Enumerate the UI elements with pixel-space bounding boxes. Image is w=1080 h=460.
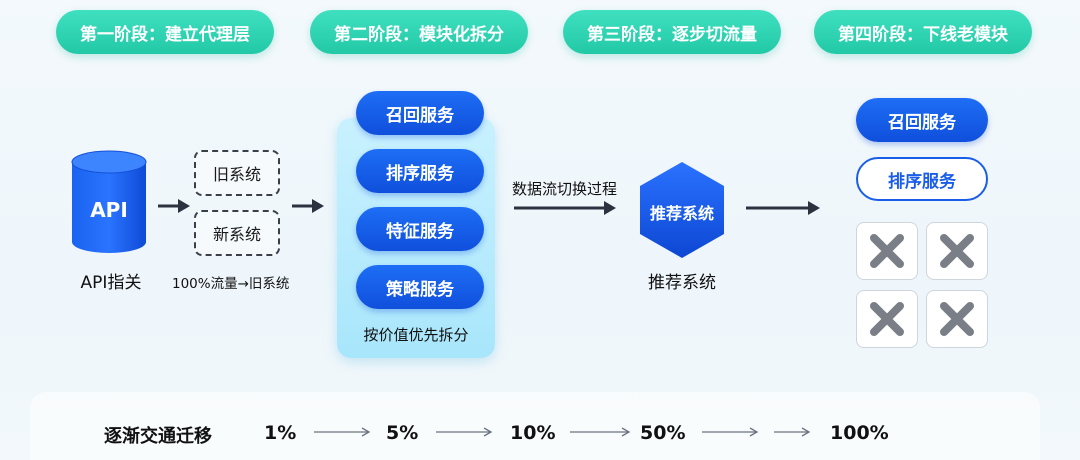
- removed-module-cell: [926, 222, 988, 280]
- removed-module-cell: [856, 290, 918, 348]
- arrow-icon: [292, 199, 324, 213]
- split-priority-label: 按价值优先拆分: [363, 326, 469, 344]
- removed-module-cell: [856, 222, 918, 280]
- stage-4-header: 第四阶段：下线老模块: [814, 10, 1032, 54]
- migration-step: 1%: [264, 422, 297, 444]
- thin-arrow-icon: [436, 427, 493, 437]
- stage-2-header: 第二阶段：模块化拆分: [310, 10, 528, 54]
- flow-switch-label: 数据流切换过程: [512, 180, 618, 198]
- thin-arrow-icon: [702, 427, 759, 437]
- migration-title: 逐渐交通迁移: [104, 426, 212, 447]
- remaining-service-ranking: 排序服务: [856, 157, 988, 201]
- service-feature: 特征服务: [356, 207, 484, 251]
- hexagon-text: 推荐系统: [649, 204, 714, 223]
- api-text: API: [90, 198, 128, 222]
- hexagon-icon: [640, 162, 724, 258]
- migration-step: 10%: [510, 422, 556, 444]
- remaining-service-recall: 召回服务: [856, 98, 988, 142]
- thin-arrow-icon: [774, 427, 811, 437]
- stage-1-header: 第一阶段：建立代理层: [56, 10, 274, 54]
- removed-module-cell: [926, 290, 988, 348]
- thin-arrow-icon: [570, 427, 631, 437]
- close-icon: [940, 302, 974, 336]
- service-ranking: 排序服务: [356, 149, 484, 193]
- api-database-icon: [71, 150, 147, 253]
- stage-3-header: 第三阶段：逐步切流量: [563, 10, 781, 54]
- close-icon: [870, 234, 904, 268]
- service-strategy: 策略服务: [356, 265, 484, 309]
- arrow-icon: [158, 199, 190, 213]
- new-system-box: 新系统: [194, 210, 280, 256]
- close-icon: [940, 234, 974, 268]
- recommend-system-label: 推荐系统: [648, 273, 716, 293]
- migration-panel: [30, 392, 1040, 460]
- thin-arrow-icon: [314, 427, 371, 437]
- arrow-icon: [514, 201, 616, 215]
- service-recall: 召回服务: [356, 91, 484, 135]
- migration-step: 5%: [386, 422, 419, 444]
- arrow-icon: [746, 201, 820, 215]
- old-system-box: 旧系统: [194, 150, 280, 196]
- migration-step: 50%: [640, 422, 686, 444]
- migration-step: 100%: [830, 422, 889, 444]
- traffic-note: 100%流量→旧系统: [172, 276, 290, 292]
- close-icon: [870, 302, 904, 336]
- api-gateway-label: API指关: [80, 273, 142, 293]
